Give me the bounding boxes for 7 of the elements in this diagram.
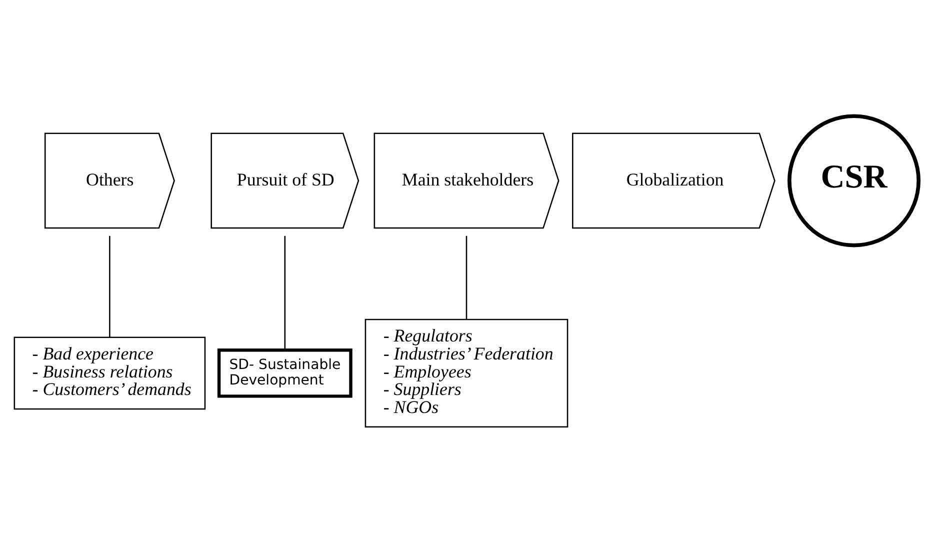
node-circle: CSR	[788, 114, 920, 248]
connector	[466, 236, 468, 320]
node-box: SD- Sustainable Development	[217, 348, 352, 398]
node-box: - Bad experience - Business relations - Customers’ demands	[14, 336, 206, 410]
node-box: - Regulators - Industries’ Federation - Employees - Suppliers - NGOs	[364, 318, 568, 428]
connector	[109, 236, 110, 338]
connector	[284, 236, 286, 350]
